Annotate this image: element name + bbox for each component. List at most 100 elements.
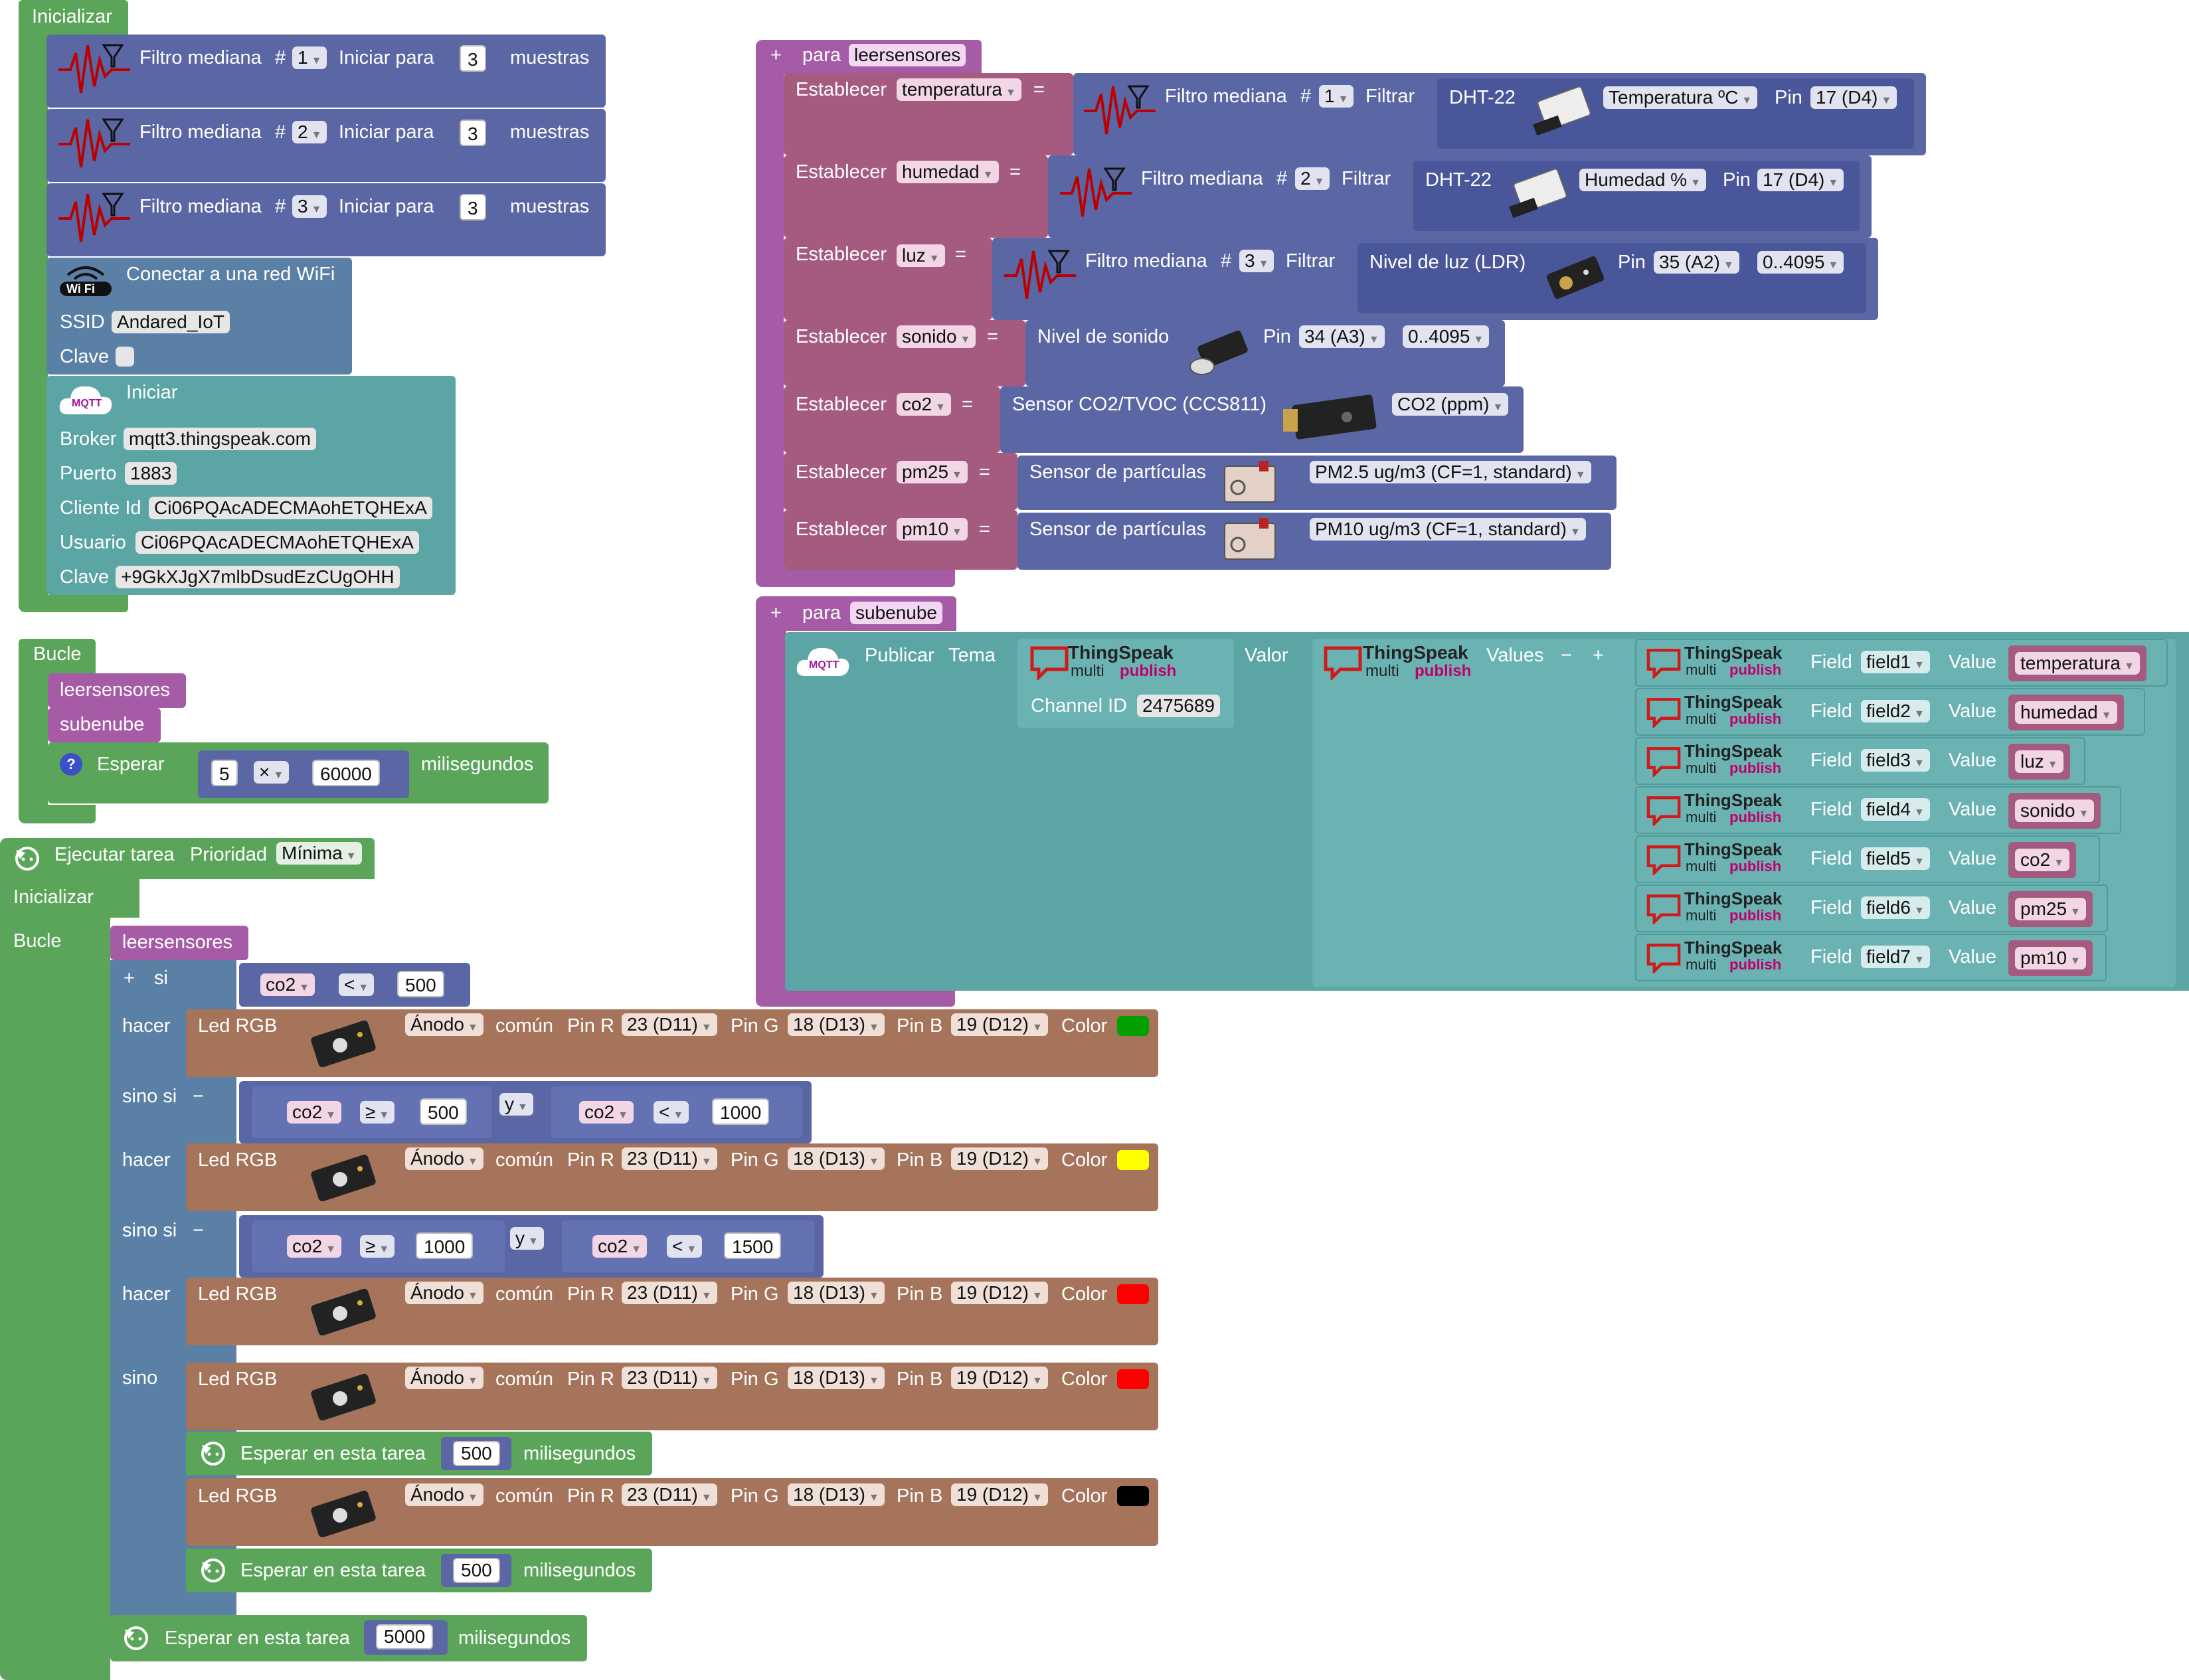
operator-dropdown[interactable]: × xyxy=(254,761,290,784)
if-plus-button[interactable]: + xyxy=(124,967,135,989)
pin-dropdown[interactable]: 35 (A2) xyxy=(1654,251,1739,274)
measure-dropdown[interactable]: PM2.5 ug/m3 (CF=1, standard) xyxy=(1310,461,1591,483)
operator-dropdown[interactable]: ≥ xyxy=(360,1101,395,1124)
pin-g-dropdown[interactable]: 18 (D13) xyxy=(788,1013,885,1036)
broker-input[interactable]: mqtt3.thingspeak.com xyxy=(124,428,316,450)
port-input[interactable]: 1883 xyxy=(125,462,177,485)
field-var-block[interactable]: co2 xyxy=(2008,842,2076,878)
pin-r-dropdown[interactable]: 23 (D11) xyxy=(622,1013,717,1036)
field-dropdown[interactable]: field4 xyxy=(1861,798,1930,821)
measure-dropdown[interactable]: Temperatura ºC xyxy=(1603,86,1758,109)
set-luz-block[interactable] xyxy=(784,238,992,320)
field-dropdown[interactable]: field1 xyxy=(1861,651,1930,673)
wait-value-input[interactable]: 500 xyxy=(453,1558,500,1583)
measure-dropdown[interactable]: CO2 (ppm) xyxy=(1392,393,1509,416)
wifi-password-input[interactable] xyxy=(116,347,134,367)
compare-value[interactable]: 1500 xyxy=(724,1232,782,1259)
filter-id-dropdown[interactable]: 3 xyxy=(1239,250,1274,272)
color-swatch[interactable] xyxy=(1117,1150,1149,1170)
mqtt-init-block[interactable] xyxy=(46,376,456,595)
client-id-input[interactable]: Ci06PQAcADECMAohETQHExA xyxy=(149,497,432,519)
pin-b-dropdown[interactable]: 19 (D12) xyxy=(951,1013,1048,1036)
proc-plus-button[interactable]: + xyxy=(770,602,782,624)
init-block[interactable] xyxy=(19,0,128,37)
var-co2[interactable]: co2 xyxy=(260,973,315,996)
anode-dropdown[interactable]: Ánodo xyxy=(405,1147,483,1170)
field-row[interactable]: ThingSpeakmultipublishFieldfield2Valuehu… xyxy=(1635,688,2145,736)
pin-r-dropdown[interactable]: 23 (D11) xyxy=(622,1367,717,1389)
field-row[interactable]: ThingSpeakmultipublishFieldfield3Valuelu… xyxy=(1635,737,2085,785)
color-swatch[interactable] xyxy=(1117,1016,1149,1036)
ssid-input[interactable]: Andared_IoT xyxy=(112,311,230,333)
filter-init-2[interactable] xyxy=(46,109,606,182)
pin-b-dropdown[interactable]: 19 (D12) xyxy=(951,1282,1048,1304)
pin-b-dropdown[interactable]: 19 (D12) xyxy=(951,1483,1048,1506)
range-dropdown[interactable]: 0..4095 xyxy=(1757,251,1844,274)
operator-dropdown[interactable]: < xyxy=(667,1235,703,1258)
pin-r-dropdown[interactable]: 23 (D11) xyxy=(622,1282,717,1304)
var-dropdown[interactable]: sonido xyxy=(897,325,976,348)
mqtt-password-input[interactable]: +9GkXJgX7mlbDsudEzCUgOHH xyxy=(116,566,400,588)
values-plus-button[interactable]: + xyxy=(1593,645,1604,666)
field-dropdown[interactable]: field7 xyxy=(1861,946,1930,968)
filter-id-dropdown[interactable]: 1 xyxy=(292,46,327,69)
compare-value[interactable]: 500 xyxy=(420,1098,467,1125)
pin-dropdown[interactable]: 17 (D4) xyxy=(1810,86,1897,109)
compare-value[interactable]: 500 xyxy=(397,971,444,997)
field-dropdown[interactable]: field6 xyxy=(1861,896,1930,919)
values-minus-button[interactable]: − xyxy=(1561,645,1572,666)
var-dropdown[interactable]: co2 xyxy=(897,393,951,416)
samples-input[interactable]: 3 xyxy=(460,194,486,220)
and-dropdown[interactable]: y xyxy=(499,1093,533,1116)
pin-r-dropdown[interactable]: 23 (D11) xyxy=(622,1147,717,1170)
field-var-dropdown[interactable]: co2 xyxy=(2015,849,2069,871)
pin-b-dropdown[interactable]: 19 (D12) xyxy=(951,1367,1048,1389)
pin-b-dropdown[interactable]: 19 (D12) xyxy=(951,1147,1048,1170)
task-wait-block[interactable] xyxy=(186,1549,652,1592)
filter-id-dropdown[interactable]: 1 xyxy=(1319,85,1354,108)
elseif-minus-button[interactable]: − xyxy=(193,1086,204,1107)
call-subenube[interactable] xyxy=(48,708,161,742)
filter-init-3[interactable] xyxy=(46,183,606,256)
proc-name-input[interactable]: subenube xyxy=(850,602,943,624)
filter-id-dropdown[interactable]: 3 xyxy=(292,195,327,218)
field-var-block[interactable]: humedad xyxy=(2008,695,2124,730)
pin-g-dropdown[interactable]: 18 (D13) xyxy=(788,1147,885,1170)
field-var-dropdown[interactable]: sonido xyxy=(2015,799,2095,822)
color-swatch[interactable] xyxy=(1117,1486,1149,1506)
pin-dropdown[interactable]: 17 (D4) xyxy=(1757,169,1844,191)
anode-dropdown[interactable]: Ánodo xyxy=(405,1013,483,1036)
operator-dropdown[interactable]: < xyxy=(654,1101,689,1124)
measure-dropdown[interactable]: Humedad % xyxy=(1579,169,1706,191)
range-dropdown[interactable]: 0..4095 xyxy=(1403,325,1490,348)
proc-name-input[interactable]: leersensores xyxy=(849,44,966,66)
pin-g-dropdown[interactable]: 18 (D13) xyxy=(788,1483,885,1506)
field-var-block[interactable]: pm25 xyxy=(2008,891,2093,927)
wait-value-input[interactable]: 5000 xyxy=(376,1624,434,1649)
pin-g-dropdown[interactable]: 18 (D13) xyxy=(788,1282,885,1304)
field-dropdown[interactable]: field2 xyxy=(1861,700,1930,722)
anode-dropdown[interactable]: Ánodo xyxy=(405,1367,483,1389)
field-var-block[interactable]: pm10 xyxy=(2008,940,2093,976)
field-dropdown[interactable]: field3 xyxy=(1861,749,1930,772)
var-co2[interactable]: co2 xyxy=(592,1235,647,1258)
var-dropdown[interactable]: pm25 xyxy=(897,461,968,483)
field-row[interactable]: ThingSpeakmultipublishFieldfield4Valueso… xyxy=(1635,786,2121,834)
field-var-block[interactable]: temperatura xyxy=(2008,645,2146,681)
var-co2[interactable]: co2 xyxy=(287,1235,341,1258)
var-dropdown[interactable]: pm10 xyxy=(897,518,968,541)
loop-block[interactable] xyxy=(19,639,96,676)
proc-plus-button[interactable]: + xyxy=(770,44,782,66)
compare-value[interactable]: 1000 xyxy=(712,1098,770,1125)
filter-id-dropdown[interactable]: 2 xyxy=(1295,167,1330,190)
task-wait-block[interactable] xyxy=(110,1615,587,1661)
var-co2[interactable]: co2 xyxy=(579,1101,634,1124)
color-swatch[interactable] xyxy=(1117,1284,1149,1304)
task-wait-block[interactable] xyxy=(186,1432,652,1475)
multiply-b-input[interactable]: 60000 xyxy=(312,760,380,786)
wait-value-input[interactable]: 500 xyxy=(453,1441,500,1466)
priority-dropdown[interactable]: Mínima xyxy=(276,842,362,865)
pin-r-dropdown[interactable]: 23 (D11) xyxy=(622,1483,717,1506)
pin-dropdown[interactable]: 34 (A3) xyxy=(1299,325,1385,348)
field-row[interactable]: ThingSpeakmultipublishFieldfield7Valuepm… xyxy=(1635,934,2107,981)
